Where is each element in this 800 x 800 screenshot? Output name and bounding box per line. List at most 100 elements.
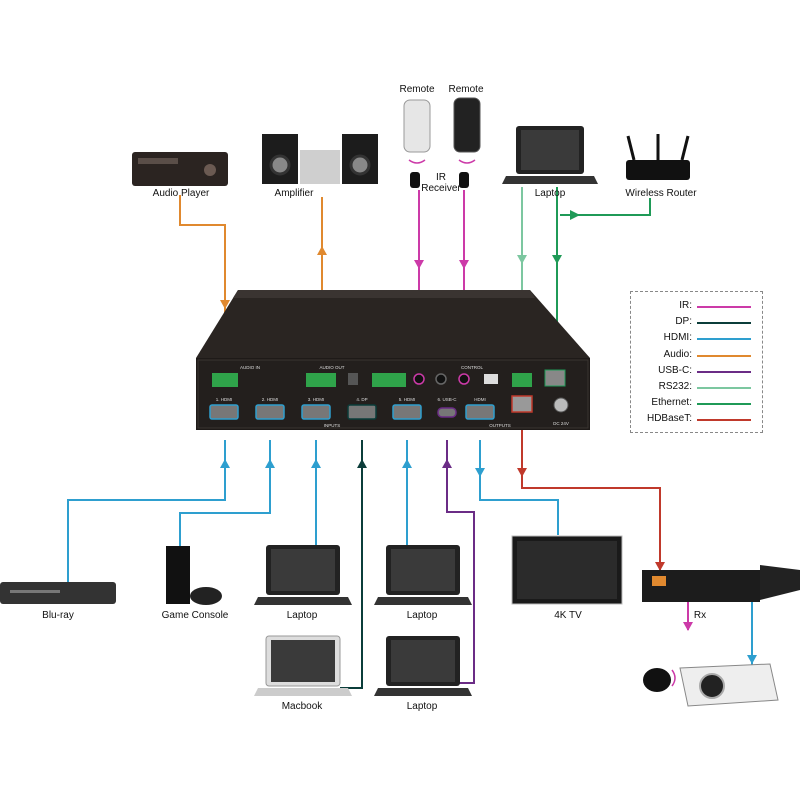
audio-arrow xyxy=(317,246,327,255)
port-label: 4. DP xyxy=(356,397,367,402)
contact-port xyxy=(372,373,406,387)
legend-item-swatch xyxy=(697,322,751,325)
dc-power-jack xyxy=(553,397,569,413)
rx-device xyxy=(642,565,800,602)
rs232-port xyxy=(512,373,532,387)
remote-1-label: Remote xyxy=(399,84,435,95)
audio-arrow-2 xyxy=(220,300,230,309)
hdmi-in-3 xyxy=(301,404,331,420)
port-label: 1. HDMI xyxy=(216,397,233,402)
audio-in-port xyxy=(212,373,238,387)
legend-item-swatch xyxy=(697,387,751,389)
tv-label: 4K TV xyxy=(554,610,582,621)
legend-item-label: Ethernet: xyxy=(651,397,692,409)
legend-item: Audio: xyxy=(631,349,764,363)
hdbaset-arrow-1 xyxy=(517,468,527,477)
bluray-label: Blu-ray xyxy=(42,610,74,621)
usbc-in-6 xyxy=(437,407,457,418)
legend-item-label: HDMI: xyxy=(663,332,692,344)
usb-port xyxy=(484,374,498,384)
laptop-top-label: Laptop xyxy=(534,188,566,199)
legend-item-label: HDBaseT: xyxy=(646,413,692,425)
dc-label: DC 24V xyxy=(553,421,569,426)
audio-in-label: AUDIO IN xyxy=(240,365,260,370)
legend-item: HDMI: xyxy=(631,332,764,346)
ethernet-cable-router xyxy=(560,198,651,216)
legend-item: IR: xyxy=(631,300,764,314)
legend-item-label: IR: xyxy=(679,300,692,311)
hdmi-cable-bluray xyxy=(67,440,226,582)
port-label: 3. HDMI xyxy=(308,397,325,402)
audio-out-port xyxy=(306,373,336,387)
legend-item-swatch xyxy=(697,419,751,422)
port-label: HDMI xyxy=(474,397,486,402)
legend-item-swatch xyxy=(697,354,751,357)
audio-player-label: Audio Player xyxy=(152,188,210,199)
bluray-device xyxy=(0,582,116,604)
hdmi-cable-console xyxy=(179,440,271,547)
rx-label: Rx xyxy=(693,610,707,621)
ir-eye-device xyxy=(643,668,676,692)
legend-item: RS232: xyxy=(631,381,764,395)
laptop-2-device xyxy=(374,545,472,605)
legend-item: DP: xyxy=(631,316,764,330)
dp-in-4 xyxy=(347,404,377,420)
hdmi-arrow-1 xyxy=(220,459,230,468)
hdmi-out xyxy=(465,404,495,420)
lan-port xyxy=(544,369,566,387)
switcher-device: AUDIO IN AUDIO OUT CONTROL INPUTS OUTPUT… xyxy=(196,290,590,430)
ethernet-arrow-h xyxy=(570,210,580,220)
laptop-2-label: Laptop xyxy=(406,610,438,621)
tv-device xyxy=(511,535,623,605)
spdif-port xyxy=(348,373,358,385)
projector-device xyxy=(679,663,779,707)
hdmi-arrow-5 xyxy=(402,459,412,468)
laptop-top-device xyxy=(502,126,598,184)
legend-item-label: Audio: xyxy=(663,348,692,360)
ir-arrow-rx xyxy=(683,622,693,631)
legend-item-swatch xyxy=(697,403,751,406)
hdmi-arrow-out xyxy=(475,468,485,477)
hdmi-arrow-rx xyxy=(747,655,757,664)
cable-legend: IR: DP: HDMI: Audio: USB-C: RS232: Ethernet: HD… xyxy=(630,291,763,433)
amplifier-label: Amplifier xyxy=(274,188,314,199)
usbc-cable-laptop3 xyxy=(446,440,475,684)
dp-arrow xyxy=(357,459,367,468)
laptop-3-label: Laptop xyxy=(406,701,438,712)
hdmi-in-2 xyxy=(255,404,285,420)
ir-eye-jack xyxy=(458,373,470,385)
legend-item: USB-C: xyxy=(631,365,764,379)
hdbaset-arrow-2 xyxy=(655,562,665,571)
port-label: 5. HDMI xyxy=(399,397,416,402)
port-label: 2. HDMI xyxy=(262,397,279,402)
laptop-1-label: Laptop xyxy=(286,610,318,621)
hdmi-arrow-3 xyxy=(311,459,321,468)
macbook-device xyxy=(254,635,352,696)
wireless-router-label: Wireless Router xyxy=(625,188,697,199)
ir-out-jack xyxy=(435,373,447,385)
ir-in-jack xyxy=(413,373,425,385)
remote-2-device xyxy=(453,97,481,188)
laptop-1-device xyxy=(254,545,352,605)
remote-2-label: Remote xyxy=(448,84,484,95)
game-console-label: Game Console xyxy=(161,610,229,621)
inputs-label: INPUTS xyxy=(324,423,341,428)
remote-1-device xyxy=(403,99,431,188)
control-label: CONTROL xyxy=(461,365,483,370)
hdmi-arrow-2 xyxy=(265,459,275,468)
legend-item-label: DP: xyxy=(675,316,692,328)
ir-arrow-2 xyxy=(459,260,469,269)
usbc-arrow xyxy=(442,459,452,468)
ir-receiver-label: IR Receiver xyxy=(421,172,461,194)
hdbaset-out xyxy=(511,395,533,413)
laptop-3-device xyxy=(374,636,472,696)
legend-item-label: RS232: xyxy=(658,381,692,392)
dp-cable-macbook xyxy=(340,440,363,689)
legend-item-swatch xyxy=(697,370,751,373)
ethernet-arrow xyxy=(552,255,562,264)
wireless-router-device xyxy=(626,134,690,180)
game-console-device xyxy=(166,546,222,605)
macbook-label: Macbook xyxy=(281,701,323,712)
outputs-label: OUTPUTS xyxy=(489,423,511,428)
